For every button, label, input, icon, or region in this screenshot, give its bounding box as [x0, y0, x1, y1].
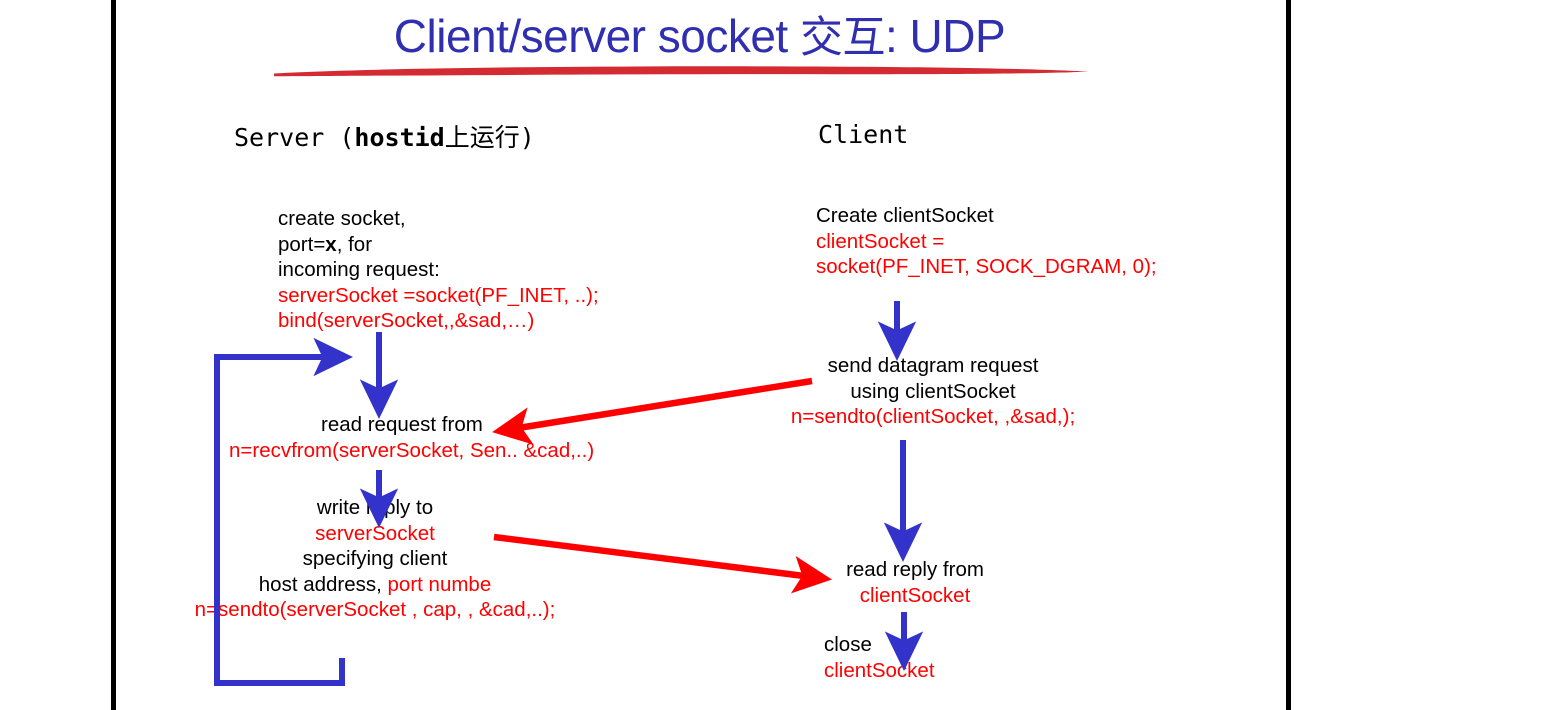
client-step-read-reply: read reply from clientSocket	[830, 557, 1000, 608]
server-write-code3: n=sendto(serverSocket , cap, , &cad,..);	[194, 598, 556, 621]
server-create-line3: incoming request:	[278, 258, 440, 281]
client-step-create-socket: Create clientSocket clientSocket = socke…	[816, 203, 1157, 280]
server-column-header: Server (hostid上运行)	[234, 118, 535, 154]
server-create-port-label: port=	[278, 232, 326, 256]
server-create-line2: port=x, for	[278, 232, 599, 258]
page-title: Client/server socket 交互: UDP	[113, 7, 1286, 67]
client-create-line1: Create clientSocket	[816, 204, 994, 227]
client-read-code1: clientSocket	[859, 583, 971, 607]
server-header-prefix: Server (	[234, 123, 355, 152]
server-header-hostid: hostid	[354, 123, 445, 152]
client-close-code1: clientSocket	[824, 658, 935, 682]
client-column-header: Client	[818, 120, 909, 149]
client-close-line1: close	[824, 633, 872, 656]
server-read-line1: read request from	[321, 413, 483, 436]
server-write-host-label: host address,	[258, 572, 388, 596]
client-send-line2: using clientSocket	[850, 379, 1016, 403]
server-header-suffix: 上运行)	[444, 123, 535, 152]
server-create-code2: bind(serverSocket,,&sad,…)	[278, 309, 535, 332]
server-step-create-socket: create socket, port=x, for incoming requ…	[278, 206, 599, 334]
server-write-line3: host address, port numbe	[165, 572, 585, 598]
server-read-code1: n=recvfrom(serverSocket, Sen.. &cad,..)	[229, 438, 595, 462]
client-create-code1: clientSocket =	[816, 229, 945, 253]
server-create-code1: serverSocket =socket(PF_INET, ..);	[278, 283, 599, 307]
server-write-code1: serverSocket	[315, 521, 435, 545]
title-cjk: 交互	[800, 13, 886, 63]
client-step-send-datagram: send datagram request using clientSocket…	[768, 353, 1098, 430]
server-write-line2: specifying client	[302, 547, 448, 570]
server-step-read-request: read request from n=recvfrom(serverSocke…	[229, 412, 594, 463]
server-create-line1: create socket,	[278, 207, 406, 230]
client-create-code2: socket(PF_INET, SOCK_DGRAM, 0);	[816, 255, 1157, 278]
client-send-code1: n=sendto(clientSocket, ,&sad,);	[790, 405, 1076, 428]
client-read-line1: read reply from	[846, 558, 984, 581]
client-send-line1: send datagram request	[827, 354, 1039, 377]
title-prefix: Client/server socket	[393, 10, 800, 62]
server-write-line1: write reply to	[316, 496, 434, 519]
client-step-close-socket: close clientSocket	[824, 632, 935, 683]
server-create-port-value: x	[325, 232, 337, 256]
server-create-port-tail: , for	[336, 232, 373, 256]
slide-frame-left-border	[111, 0, 116, 710]
server-write-port-code: port numbe	[387, 572, 492, 596]
title-suffix: : UDP	[885, 10, 1006, 62]
server-step-write-reply: write reply to serverSocket specifying c…	[165, 495, 585, 623]
slide-frame-right-border	[1286, 0, 1291, 710]
